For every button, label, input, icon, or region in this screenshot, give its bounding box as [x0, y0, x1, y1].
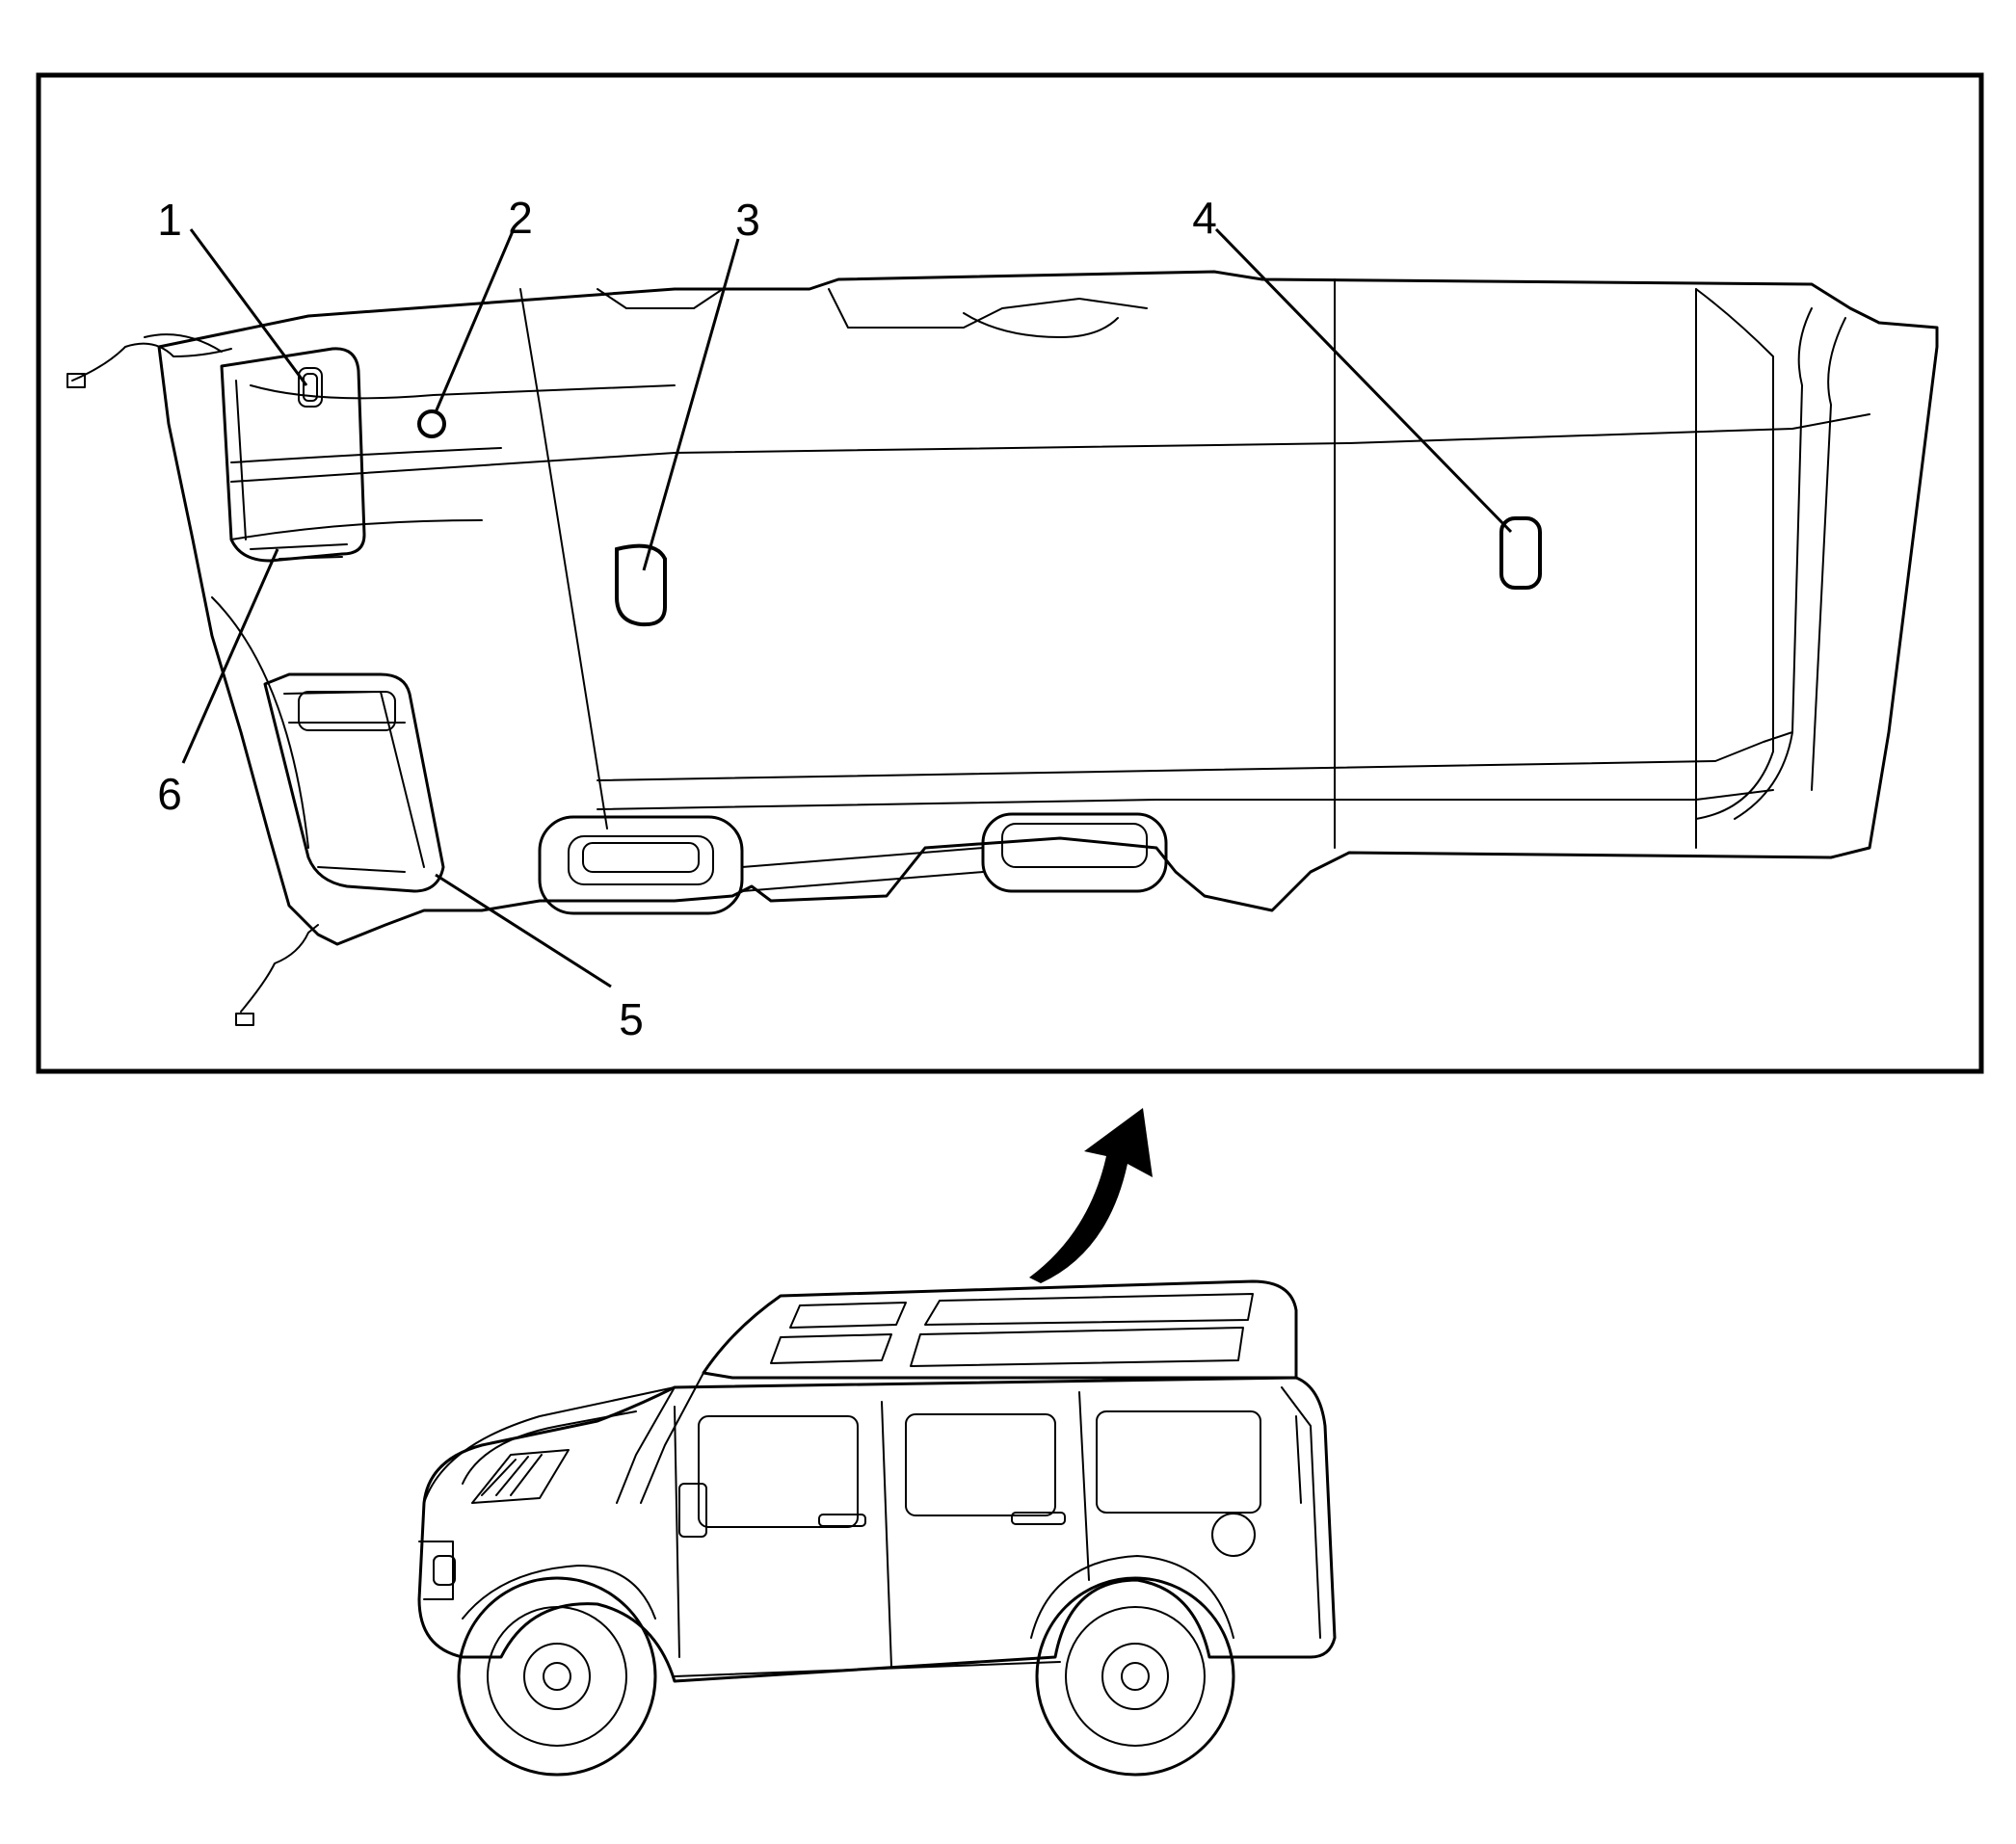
dome-lamp-front — [417, 409, 446, 438]
callout-1: 1 — [157, 195, 182, 245]
pointer-arrow — [1029, 1108, 1153, 1283]
leader-lines — [181, 227, 1513, 988]
detail-frame — [36, 72, 1984, 1074]
callout-6: 6 — [157, 769, 182, 819]
grab-handle-right — [981, 812, 1168, 893]
callout-5: 5 — [619, 994, 644, 1044]
window-rear — [1096, 1410, 1261, 1514]
callout-4: 4 — [1192, 193, 1217, 243]
callout-3: 3 — [735, 195, 760, 245]
vehicle-illustration — [417, 1279, 1337, 1777]
callout-2: 2 — [508, 193, 533, 243]
sunroof-panel — [235, 672, 445, 1026]
window-front — [698, 1415, 859, 1528]
window-middle — [905, 1413, 1056, 1516]
grab-handle-left — [538, 815, 744, 915]
wheel-rear — [1035, 1576, 1235, 1777]
overhead-console — [66, 333, 366, 563]
wheel-front — [457, 1576, 657, 1777]
rear-lamp — [1499, 516, 1542, 590]
headliner-panel — [66, 270, 1939, 1026]
